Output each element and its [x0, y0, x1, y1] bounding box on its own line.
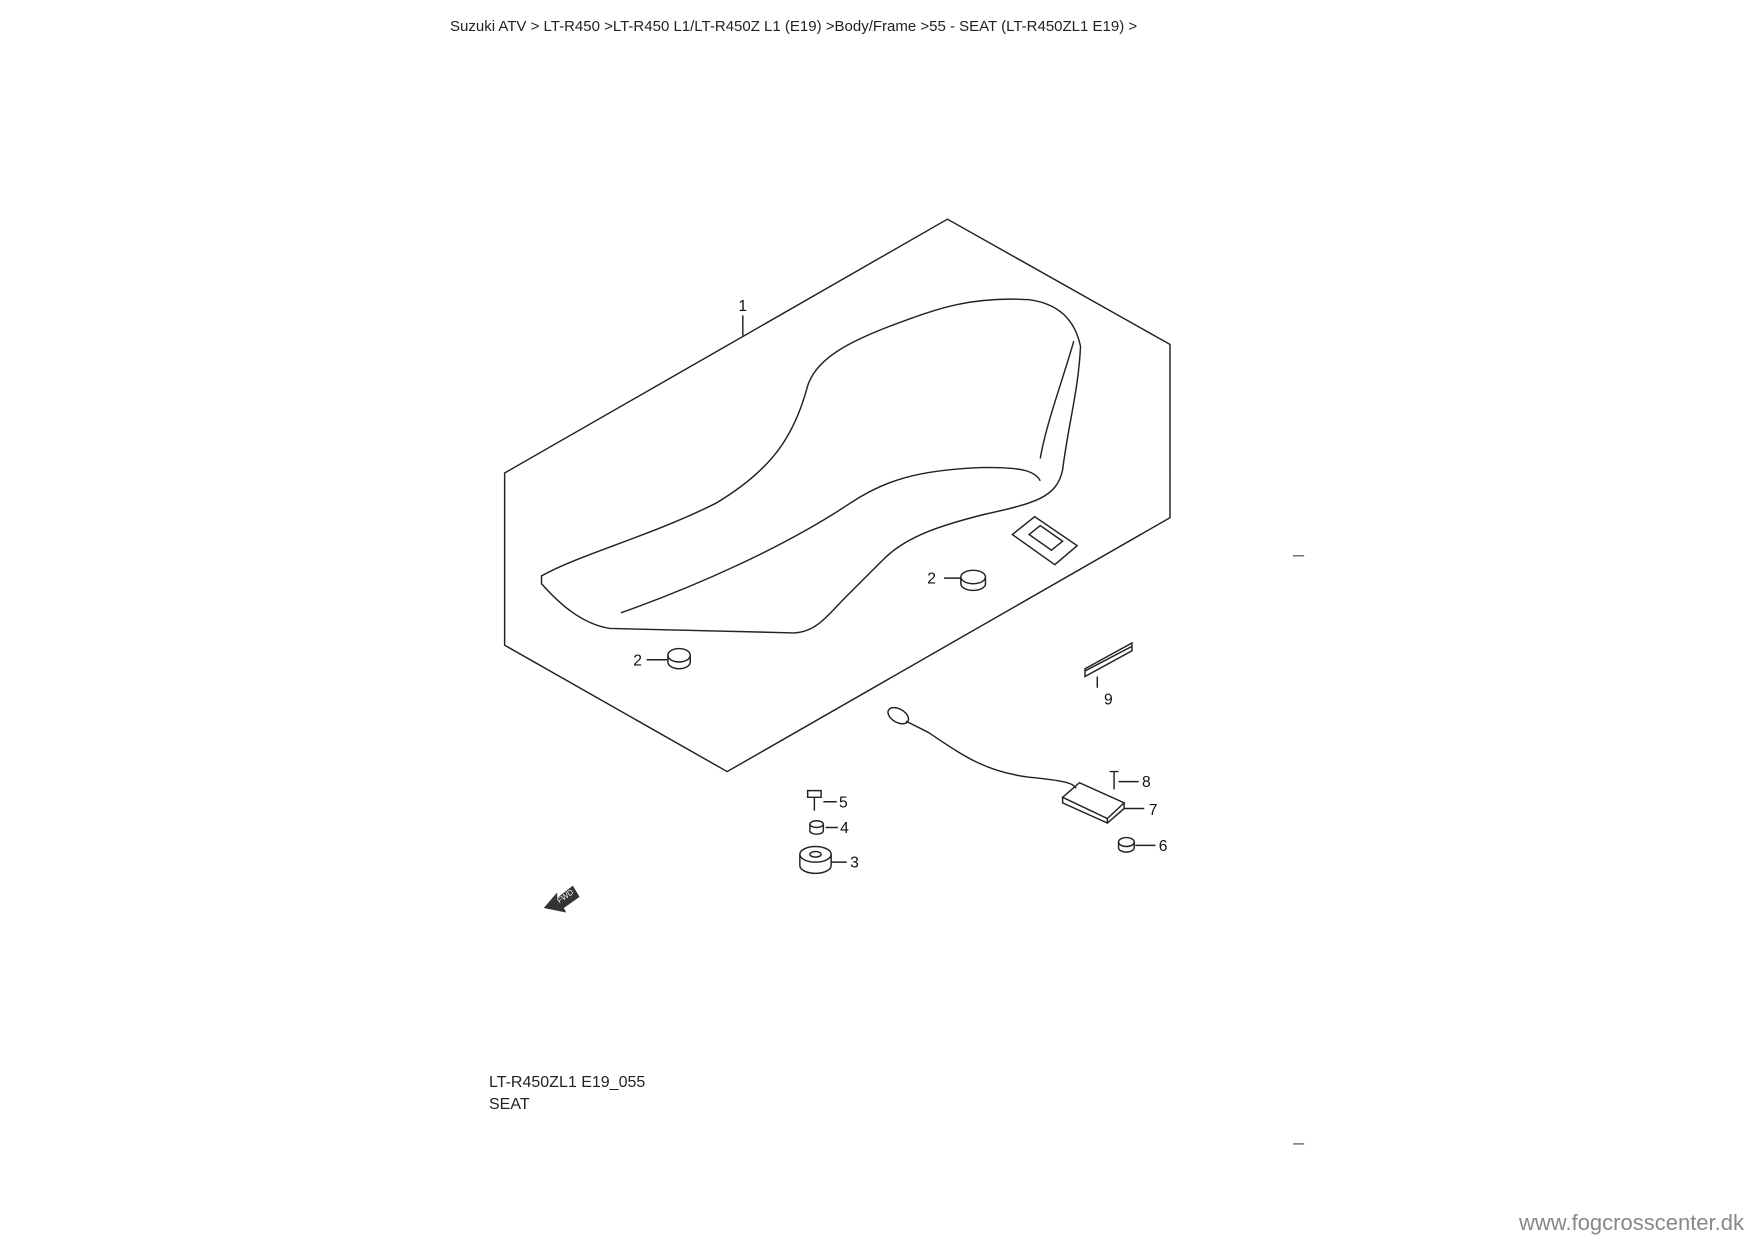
diagram-code: LT-R450ZL1 E19_055 [489, 1074, 646, 1091]
breadcrumb[interactable]: Suzuki ATV > LT-R450 >LT-R450 L1/LT-R450… [450, 18, 1138, 35]
grommet-part-3 [799, 845, 832, 875]
callout-6[interactable]: 6 [1159, 838, 1168, 855]
callout-9[interactable]: 9 [1104, 691, 1113, 708]
crop-mark [1292, 555, 1305, 1145]
diagram-title: SEAT [489, 1096, 530, 1113]
callout-3[interactable]: 3 [850, 855, 859, 872]
callouts: 1 2 2 3 4 5 6 7 8 9 [633, 298, 1168, 872]
callout-4[interactable]: 4 [840, 820, 849, 837]
nut-part-6 [1117, 836, 1135, 853]
callout-7[interactable]: 7 [1149, 802, 1158, 819]
callout-8[interactable]: 8 [1142, 774, 1151, 791]
callout-2a[interactable]: 2 [927, 571, 936, 588]
cushion-part-2a [960, 569, 987, 592]
callout-5[interactable]: 5 [839, 794, 848, 811]
cushion-part-2b [667, 647, 691, 670]
seat-assembly-outline [503, 218, 1171, 773]
seat-part [540, 298, 1082, 634]
watermark: www.fogcrosscenter.dk [1519, 1210, 1744, 1235]
callout-1[interactable]: 1 [738, 298, 747, 315]
fwd-arrow-icon: FWD [543, 885, 580, 913]
bolt-part-5 [806, 789, 822, 811]
lanyard-part-7 [887, 706, 1126, 825]
screw-part-8 [1109, 770, 1119, 790]
collar-part-4 [809, 820, 825, 835]
callout-2b[interactable]: 2 [633, 652, 642, 669]
seat-bracket [1011, 515, 1079, 566]
part-9 [1084, 641, 1133, 678]
